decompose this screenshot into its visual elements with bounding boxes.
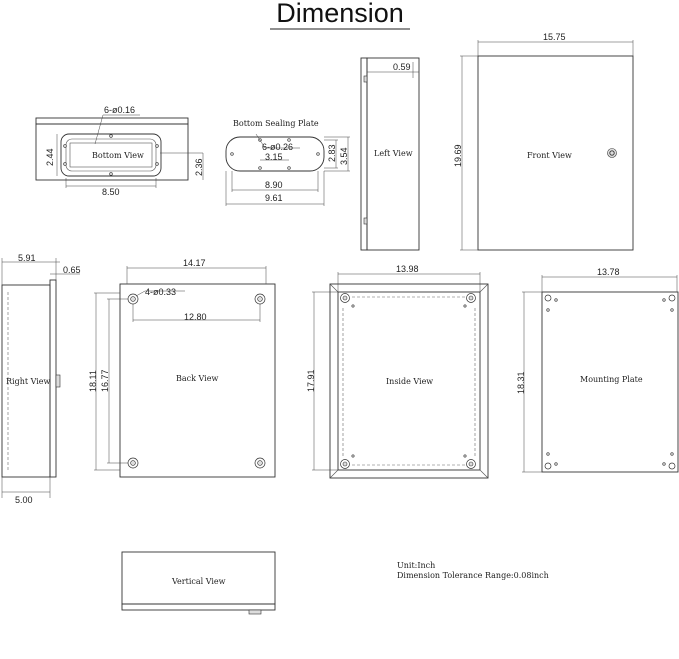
seal-inner-width-dim: 8.90 <box>265 180 283 190</box>
vertical-view: Vertical View <box>121 551 276 615</box>
bottom-side-dim: 2.36 <box>194 158 204 176</box>
sealing-plate-outline <box>225 136 325 172</box>
bottom-view-seal-inner <box>65 138 157 172</box>
inside-height-dim: 17.91 <box>306 369 316 392</box>
back-holes-dim: 4-ø0.33 <box>145 287 176 297</box>
vertical-view-flange <box>121 603 276 611</box>
bottom-view-seal-outer <box>60 133 162 177</box>
right-view: 5.91 0.65 Right View 5.00 <box>1 253 81 505</box>
bottom-view-label: Bottom View <box>92 151 144 160</box>
front-width-dim: 15.75 <box>543 32 566 42</box>
bottom-sealing-plate: Bottom Sealing Plate 6-ø0.26 3.15 2.83 3… <box>225 119 350 206</box>
bottom-width-dim: 8.50 <box>102 187 120 197</box>
back-width-dim: 14.17 <box>183 258 206 268</box>
bottom-view-opening <box>69 142 153 168</box>
bottom-view: Bottom View 6-ø0.16 2.44 2.36 8.50 <box>35 105 204 197</box>
back-view-label: Back View <box>176 374 218 383</box>
seal-hole-pitch-dim: 3.15 <box>265 152 283 162</box>
back-view: 14.17 4-ø0.33 12.80 18.11 16.77 Back Vie… <box>88 258 276 478</box>
front-height-dim: 19.69 <box>453 144 463 167</box>
seal-outer-width-dim: 9.61 <box>265 193 283 203</box>
unit-note: Unit:Inch <box>397 561 435 570</box>
back-hole-pitch-x-dim: 12.80 <box>184 312 207 322</box>
page-title: Dimension <box>276 0 404 28</box>
inside-view-label: Inside View <box>386 377 433 386</box>
left-flange-dim: 0.59 <box>393 62 411 72</box>
mounting-plate-outline <box>541 291 679 473</box>
seal-inner-height-dim: 2.83 <box>327 144 337 162</box>
left-view-outline <box>366 57 420 251</box>
back-hole-pitch-y-dim: 16.77 <box>100 369 110 392</box>
bottom-height-dim: 2.44 <box>45 148 55 166</box>
right-view-label: Right View <box>6 377 51 386</box>
tolerance-note: Dimension Tolerance Range:0.08inch <box>397 571 549 580</box>
right-base-dim: 5.00 <box>15 495 33 505</box>
front-view-label: Front View <box>527 151 572 160</box>
inside-width-dim: 13.98 <box>396 264 419 274</box>
right-view-flange <box>49 279 57 478</box>
inside-view-outline <box>329 283 489 479</box>
left-view-label: Left View <box>374 149 413 158</box>
bottom-sealing-plate-label: Bottom Sealing Plate <box>233 119 319 128</box>
right-flange-dim: 0.65 <box>63 265 81 275</box>
front-view-outline <box>477 55 634 251</box>
back-height-dim: 18.11 <box>88 370 98 392</box>
bottom-view-flange <box>35 117 189 125</box>
mounting-plate-view: 13.78 18.31 Mounting Plate <box>516 267 679 473</box>
right-depth-dim: 5.91 <box>18 253 36 263</box>
plate-width-dim: 13.78 <box>597 267 620 277</box>
plate-height-dim: 18.31 <box>516 371 526 394</box>
seal-outer-height-dim: 3.54 <box>339 147 349 165</box>
inside-view-inner-frame <box>337 291 481 471</box>
bottom-view-outline <box>35 123 189 181</box>
inside-view: 13.98 17.91 Inside View <box>306 264 489 479</box>
seal-holes-dim: 6-ø0.26 <box>262 142 293 152</box>
front-view: 15.75 19.69 Front View <box>453 32 634 251</box>
back-view-outline <box>119 283 276 478</box>
left-view: 0.59 Left View <box>360 57 420 251</box>
vertical-view-label: Vertical View <box>171 577 226 586</box>
mounting-plate-label: Mounting Plate <box>580 375 643 384</box>
bottom-holes-dim: 6-ø0.16 <box>104 105 135 115</box>
front-view-lock <box>607 148 617 158</box>
